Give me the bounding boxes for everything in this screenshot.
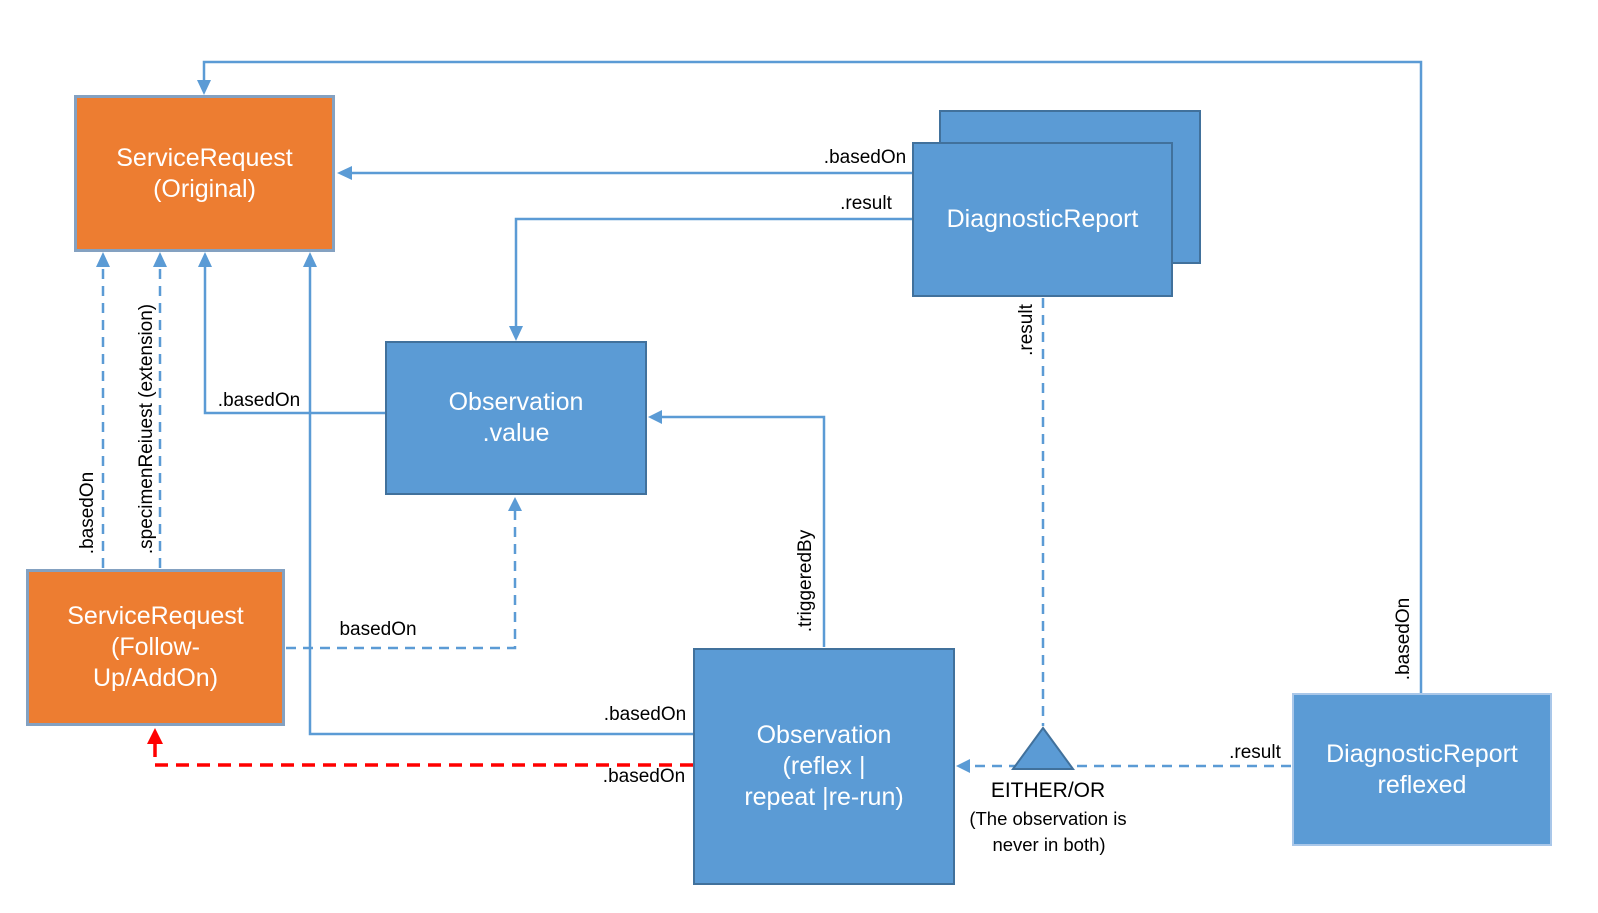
- arrowhead-loop-into-sr-original: [197, 80, 211, 95]
- connector-followup-basedon-obsvalue: [286, 511, 517, 650]
- node-diagnosticreport: DiagnosticReport: [912, 142, 1173, 297]
- node-observation-value: Observation .value: [385, 341, 647, 495]
- arrowhead-obsreflex-basedon: [303, 252, 317, 267]
- node-label-line: Observation: [756, 721, 892, 749]
- edge-label-triggeredby: .triggeredBy: [795, 529, 816, 633]
- edge-label-followup-basedon-vertical: .basedOn: [77, 471, 98, 555]
- edge-label-dr-result: .result: [840, 193, 892, 214]
- arrowhead-specimen-request: [153, 252, 167, 267]
- arrowhead-followup-basedon-obsvalue: [508, 497, 522, 511]
- arrowhead-dr-result: [509, 326, 523, 341]
- either-or-note-line2: never in both): [992, 834, 1106, 855]
- edge-label-obsvalue-basedon: .basedOn: [217, 390, 301, 411]
- arrowhead-obsvalue-basedon: [198, 252, 212, 267]
- edge-label-obsreflex-basedon-red: .basedOn: [602, 766, 686, 787]
- edge-label-dr-result-vertical: .result: [1016, 304, 1037, 356]
- node-label-line: .value: [482, 419, 550, 447]
- edge-label-dr-basedon: .basedOn: [823, 147, 907, 168]
- node-label-line: DiagnosticReport: [1326, 739, 1518, 768]
- either-or-triangle: [1011, 726, 1075, 770]
- node-label-line: (Follow-: [111, 633, 200, 661]
- node-diagnosticreport-reflexed: DiagnosticReport reflexed: [1292, 693, 1552, 846]
- node-label-line: ServiceRequest: [67, 602, 244, 630]
- node-label-line: repeat |re-run): [744, 783, 904, 811]
- either-or-label: EITHER/OR: [990, 779, 1106, 802]
- edge-label-obsreflex-basedon: .basedOn: [603, 704, 687, 725]
- connector-obsreflex-basedon: [308, 267, 694, 736]
- edge-label-drreflexed-basedon: .basedOn: [1393, 597, 1414, 681]
- connector-drreflexed-basedon-loop: [202, 60, 1423, 693]
- arrowhead-dr-basedon: [337, 166, 352, 180]
- node-label-line: Observation: [448, 388, 584, 416]
- node-observation-reflex: Observation (reflex | repeat |re-run): [693, 648, 955, 885]
- node-servicerequest-original: ServiceRequest (Original): [74, 95, 335, 252]
- either-or-note-line1: (The observation is: [969, 808, 1127, 829]
- connector-dr-result: [514, 217, 912, 326]
- node-label-line: (Original): [153, 174, 256, 203]
- arrowhead-followup-basedon: [96, 252, 110, 267]
- edge-label-followup-basedon: basedOn: [339, 619, 417, 640]
- connector-obsreflex-basedon-red: [153, 744, 693, 767]
- node-label-line: ServiceRequest: [116, 143, 293, 172]
- node-label-line: DiagnosticReport: [946, 205, 1139, 233]
- node-label-line: (reflex |: [782, 752, 866, 780]
- connector-obsvalue-basedon: [203, 267, 385, 415]
- arrowhead-obsreflex-basedon-red: [147, 728, 163, 744]
- connector-triggeredby: [662, 415, 826, 647]
- arrowhead-triggeredby: [648, 410, 662, 424]
- edge-label-drreflexed-result: .result: [1229, 742, 1281, 763]
- node-label-line: reflexed: [1377, 770, 1467, 799]
- node-servicerequest-followup: ServiceRequest (Follow- Up/AddOn): [26, 569, 285, 726]
- arrowhead-drreflexed-result: [956, 759, 970, 773]
- node-label-line: Up/AddOn): [92, 664, 219, 692]
- edge-label-specimen-request: .specimenReiuest (extension): [136, 303, 157, 555]
